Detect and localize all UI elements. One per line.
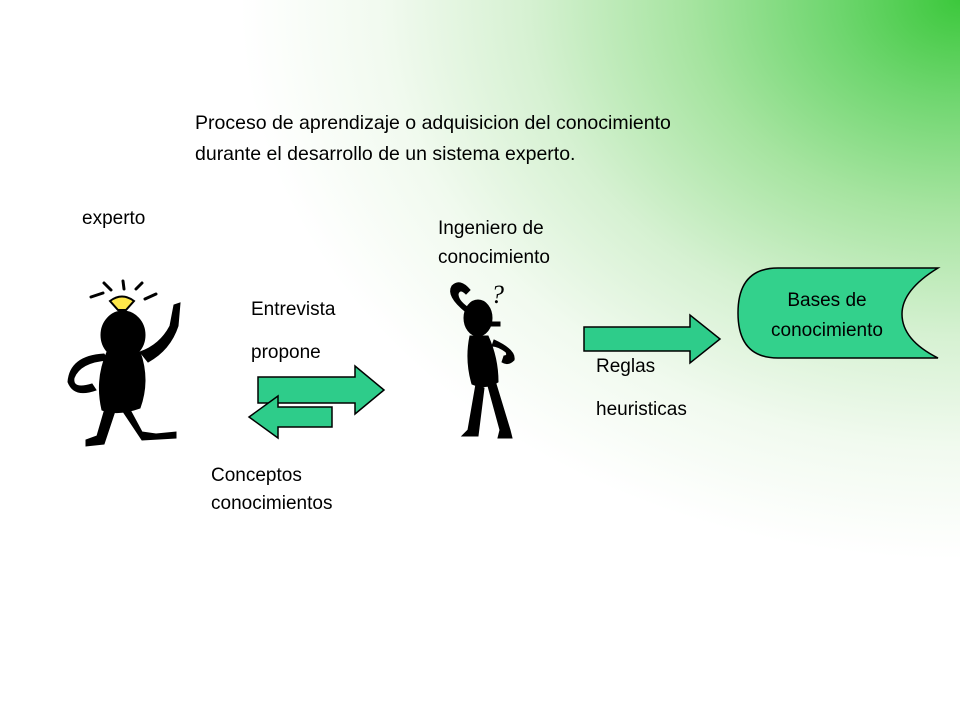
engineer-label-line-1: Ingeniero de — [438, 218, 544, 239]
rules-arrow — [583, 313, 722, 365]
heuristics-label: heuristicas — [596, 399, 687, 420]
expert-figure-icon — [67, 279, 181, 447]
expert-label: experto — [82, 208, 146, 229]
knowledge-base-shape — [737, 267, 941, 359]
question-mark-icon: ? — [491, 280, 504, 309]
engineer-figure-icon — [450, 282, 515, 439]
knowledge-base-label-line-1: Bases de — [787, 290, 867, 311]
rules-label: Reglas — [596, 356, 656, 377]
engineer-label-line-2: conocimiento — [438, 247, 550, 268]
title-line-2: durante el desarrollo de un sistema expe… — [195, 143, 576, 165]
idea-rays-icon — [89, 279, 158, 301]
engineer-label: Ingeniero de conocimiento — [438, 214, 550, 272]
slide-title: Proceso de aprendizaje o adquisicion del… — [195, 108, 671, 170]
knowledge-base-label-line-2: conocimiento — [771, 320, 883, 341]
concepts-label-line-2: conocimientos — [211, 493, 333, 514]
proposes-label: propone — [251, 342, 321, 363]
interview-label: Entrevista — [251, 299, 336, 320]
knowledge-base-label: Bases de conocimiento — [742, 286, 912, 346]
light-bulb-icon — [108, 295, 136, 311]
title-line-1: Proceso de aprendizaje o adquisicion del… — [195, 112, 671, 134]
concepts-arrow — [247, 394, 333, 440]
concepts-label-line-1: Conceptos — [211, 465, 302, 486]
concepts-label: Conceptos conocimientos — [211, 462, 332, 518]
